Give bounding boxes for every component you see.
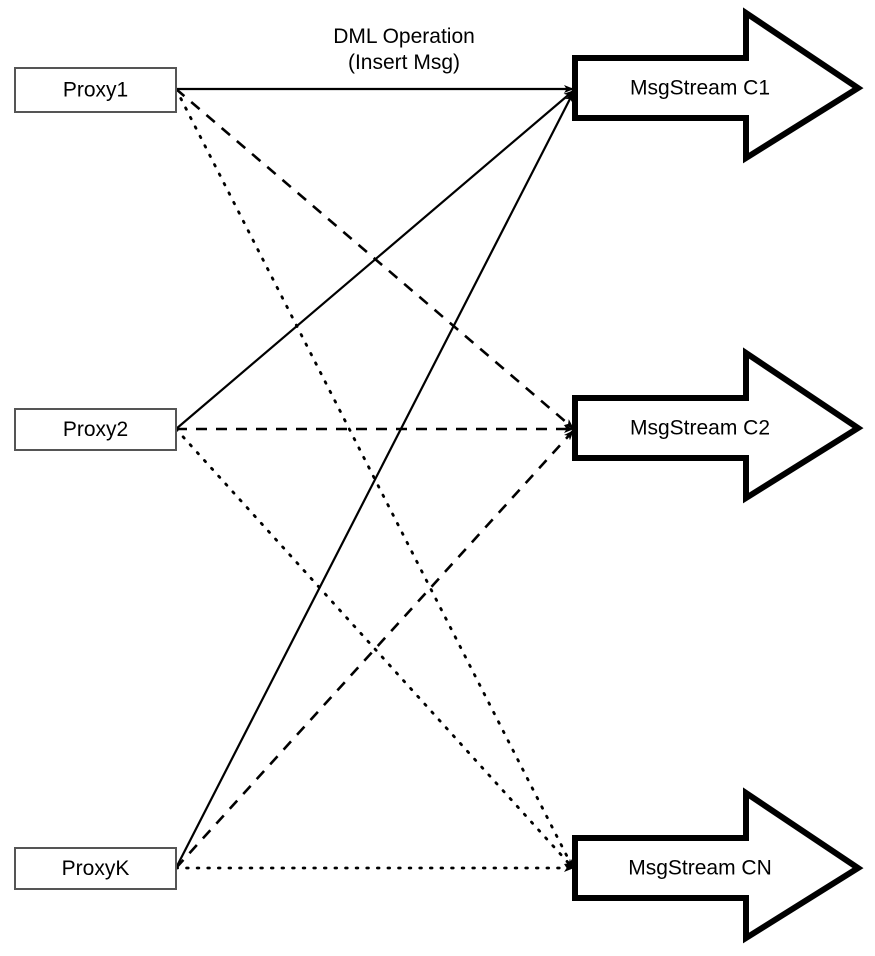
dml-operation-line2: (Insert Msg) [348,51,460,74]
proxyk-box[interactable] [14,847,177,890]
msgstream-cn-arrow-shape[interactable] [572,787,864,944]
msgstream-c1-label: MsgStream C1 [630,77,770,100]
msgstream-c2-arrow-shape[interactable] [572,347,864,504]
edge-group-proxy2 [174,90,575,870]
edge-proxyk-to-c1 [175,92,574,869]
dml-operation-line1: DML Operation [333,25,475,48]
node-proxyk[interactable]: ProxyK [14,847,177,890]
node-proxy2[interactable]: Proxy2 [14,408,177,451]
edge-proxy1-to-c2 [175,88,574,429]
edge-group-proxyk [174,92,575,872]
msgstream-c2-label: MsgStream C2 [630,417,770,440]
proxy1-label: Proxy1 [63,79,128,102]
proxy2-box[interactable] [14,408,177,451]
msgstream-cn-label: MsgStream CN [628,857,772,880]
annotation-dml-operation: DML Operation (Insert Msg) [333,25,475,74]
node-msgstream-c1[interactable]: MsgStream C1 [572,7,864,164]
msgstream-c1-arrow-shape[interactable] [572,7,864,164]
edge-proxy2-to-cn [174,427,575,870]
node-msgstream-c2[interactable]: MsgStream C2 [572,347,864,504]
node-msgstream-cn[interactable]: MsgStream CN [572,787,864,944]
edge-proxy2-to-c1 [175,90,574,430]
node-proxy1[interactable]: Proxy1 [14,67,177,113]
proxy2-label: Proxy2 [63,418,128,441]
proxy1-box[interactable] [14,67,177,113]
proxyk-label: ProxyK [62,857,130,880]
